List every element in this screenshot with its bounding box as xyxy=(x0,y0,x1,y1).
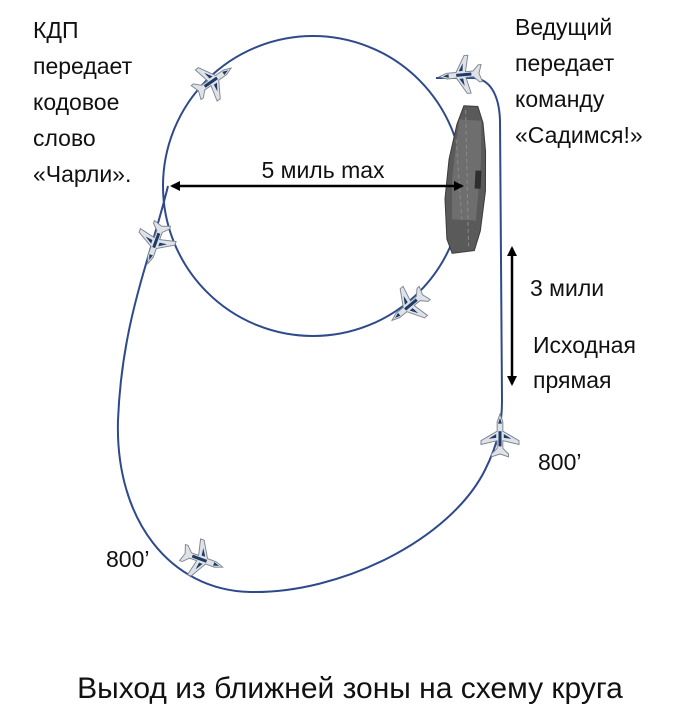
initial-label: Исходная прямая xyxy=(533,332,636,393)
svg-text:передает: передает xyxy=(33,53,133,79)
svg-text:Исходная: Исходная xyxy=(533,332,636,358)
diameter-label: 5 миль max xyxy=(261,157,385,183)
jet-fighter-icon xyxy=(480,413,520,458)
aircraft-carrier-icon xyxy=(444,105,487,254)
altitude-label-right: 800’ xyxy=(538,449,581,475)
distance-label: 3 мили xyxy=(530,275,604,301)
svg-text:Ведущий: Ведущий xyxy=(515,14,612,40)
jet-fighter-icon xyxy=(129,216,181,271)
svg-text:«Чарли».: «Чарли». xyxy=(33,161,131,187)
leader-text: Ведущий передает команду «Садимся!» xyxy=(515,14,643,148)
jet-fighter-icon xyxy=(379,277,438,336)
altitude-label-left: 800’ xyxy=(106,546,149,572)
svg-text:КДП: КДП xyxy=(33,17,79,43)
svg-text:кодовое: кодовое xyxy=(33,89,119,115)
svg-text:слово: слово xyxy=(33,125,96,151)
flight-path xyxy=(116,77,504,594)
svg-text:«Садимся!»: «Садимся!» xyxy=(515,122,643,148)
jet-fighter-icon xyxy=(184,51,243,109)
kdp-text: КДП передает кодовое слово «Чарли». xyxy=(33,17,133,187)
svg-text:команду: команду xyxy=(515,86,605,112)
jet-fighter-icon xyxy=(175,534,230,586)
svg-text:передает: передает xyxy=(515,50,615,76)
page-title: Выход из ближней зоны на схему круга xyxy=(77,672,623,705)
jet-fighter-icon xyxy=(437,53,484,97)
svg-text:прямая: прямая xyxy=(533,367,612,393)
